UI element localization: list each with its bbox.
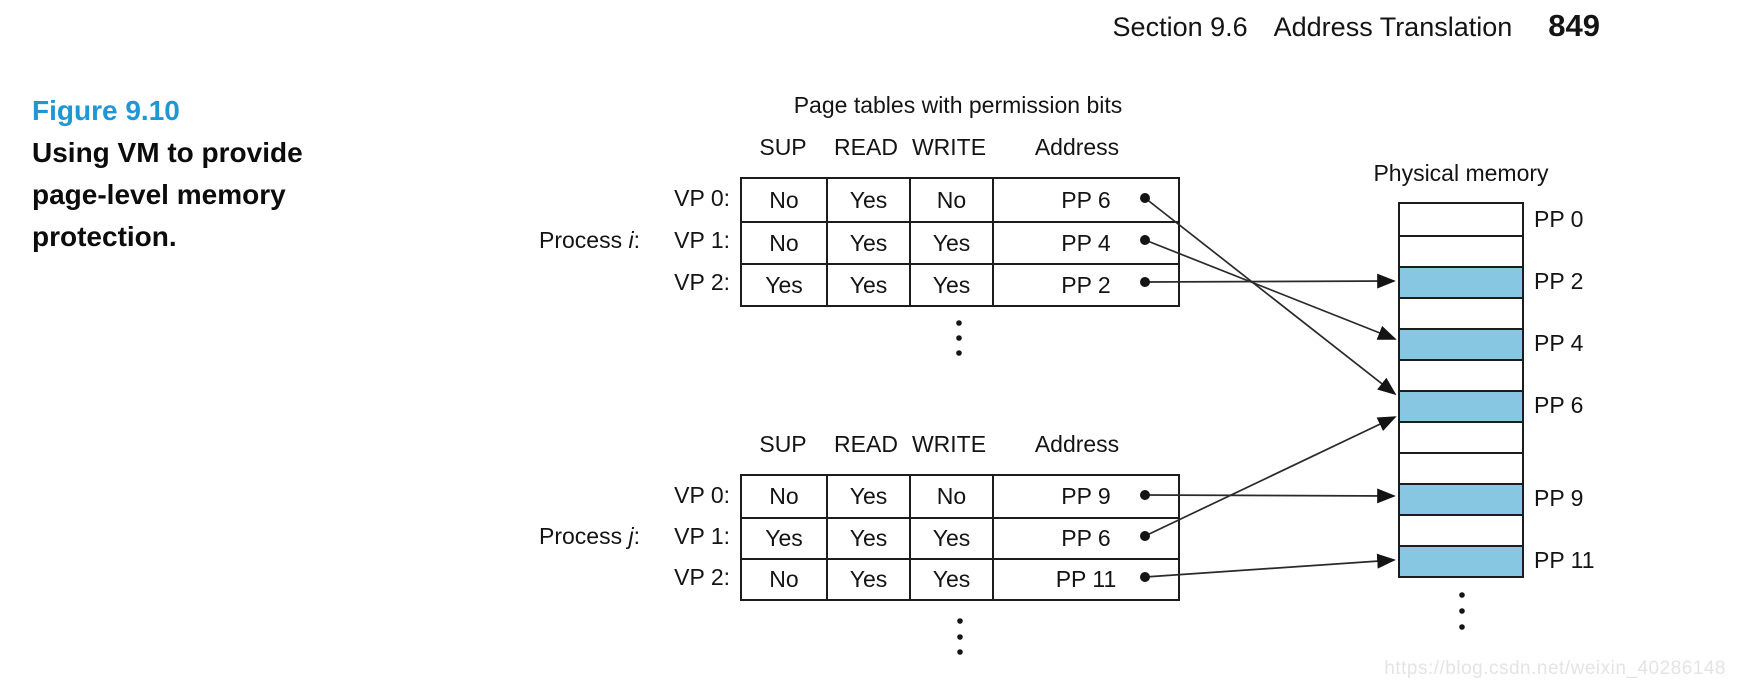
memory-cell-pp3	[1400, 297, 1522, 328]
arrow-process-i-vp2-to-pp2	[1144, 273, 1396, 289]
memory-cell-pp5	[1400, 359, 1522, 390]
table-cell: No	[909, 476, 992, 517]
arrow-process-j-vp0-to-pp9	[1144, 488, 1396, 504]
page-table-process-j: No Yes No PP 9 Yes Yes Yes PP 6 No Yes Y…	[740, 474, 1180, 601]
table-cell: Yes	[742, 517, 826, 558]
process-j-label: Process j:	[539, 523, 640, 549]
memory-cell-pp11	[1400, 545, 1522, 576]
vp-row-label: VP 2:	[674, 564, 730, 590]
pp-label: PP 0	[1534, 206, 1584, 232]
page-number: 849	[1548, 8, 1600, 43]
figure-caption-text: Using VM to provide page-level memory pr…	[32, 137, 303, 252]
ellipsis-table-j	[957, 618, 963, 655]
physical-memory-title: Physical memory	[1373, 160, 1549, 186]
table-cell: No	[769, 186, 799, 213]
pp-label: PP 11	[1534, 547, 1595, 573]
memory-cell-pp7	[1400, 421, 1522, 452]
column-header-sup: SUP	[759, 134, 807, 160]
pp-label: PP 6	[1534, 392, 1584, 418]
arrow-process-i-vp1-to-pp4	[1144, 239, 1397, 340]
table-cell: PP 11	[992, 558, 1178, 599]
column-header-address: Address	[1034, 431, 1120, 457]
memory-cell-pp6	[1400, 390, 1522, 421]
vp-row-label: VP 2:	[674, 269, 730, 295]
arrow-process-j-vp2-to-pp11	[1144, 553, 1396, 578]
ellipsis-physical-memory	[1459, 592, 1465, 630]
vp-row-label: VP 1:	[674, 227, 730, 253]
column-header-read: READ	[834, 134, 898, 160]
table-cell: PP 4	[992, 221, 1178, 263]
column-header-sup: SUP	[759, 431, 807, 457]
table-cell: Yes	[909, 517, 992, 558]
figure-caption: Figure 9.10 Using VM to provide page-lev…	[32, 90, 354, 258]
table-cell: No	[742, 221, 826, 263]
table-cell: Yes	[909, 558, 992, 599]
table-cell: Yes	[826, 558, 909, 599]
table-cell: PP 6	[992, 517, 1178, 558]
table-cell: Yes	[826, 517, 909, 558]
memory-cell-pp0	[1400, 204, 1522, 235]
table-cell: Yes	[826, 179, 909, 221]
page-header: Section 9.6 Address Translation 849	[0, 8, 1600, 44]
watermark-url: https://blog.csdn.net/weixin_40286148	[1384, 658, 1726, 679]
vp-row-label: VP 0:	[674, 482, 730, 508]
table-cell: PP 6	[992, 179, 1178, 221]
column-header-write: WRITE	[911, 134, 987, 160]
pp-label: PP 2	[1534, 268, 1584, 294]
memory-cell-pp4	[1400, 328, 1522, 359]
arrow-process-j-vp1-to-pp6	[1144, 416, 1397, 537]
process-i-label: Process i:	[539, 227, 640, 253]
memory-cell-pp8	[1400, 452, 1522, 483]
section-number: Section 9.6	[1112, 12, 1248, 42]
ellipsis-table-i	[956, 320, 962, 356]
vp-row-label: VP 1:	[674, 523, 730, 549]
vp-row-label: VP 0:	[674, 185, 730, 211]
table-cell: Yes	[909, 221, 992, 263]
table-cell: Yes	[826, 263, 909, 305]
section-title: Address Translation	[1273, 12, 1513, 42]
page-table-process-i: No Yes No PP 6 No Yes Yes PP 4 Yes Yes Y…	[740, 177, 1180, 307]
table-cell: PP 2	[992, 263, 1178, 305]
table-cell: Yes	[742, 263, 826, 305]
pp-label: PP 4	[1534, 330, 1584, 356]
memory-cell-pp9	[1400, 483, 1522, 514]
column-header-address: Address	[1034, 134, 1120, 160]
table-cell: No	[909, 179, 992, 221]
table-cell: No	[769, 483, 799, 509]
column-header-read: READ	[834, 431, 898, 457]
arrow-process-i-vp0-to-pp6	[1144, 197, 1397, 396]
table-cell: PP 9	[992, 476, 1178, 517]
pp-label: PP 9	[1534, 485, 1584, 511]
figure-label: Figure 9.10	[32, 95, 180, 126]
memory-cell-pp1	[1400, 235, 1522, 266]
table-cell: Yes	[909, 263, 992, 305]
physical-memory-column	[1398, 202, 1524, 578]
memory-cell-pp10	[1400, 514, 1522, 545]
table-cell: Yes	[826, 221, 909, 263]
memory-cell-pp2	[1400, 266, 1522, 297]
column-header-write: WRITE	[911, 431, 987, 457]
table-cell: Yes	[826, 476, 909, 517]
table-cell: No	[742, 558, 826, 599]
diagram-title: Page tables with permission bits	[793, 92, 1123, 118]
